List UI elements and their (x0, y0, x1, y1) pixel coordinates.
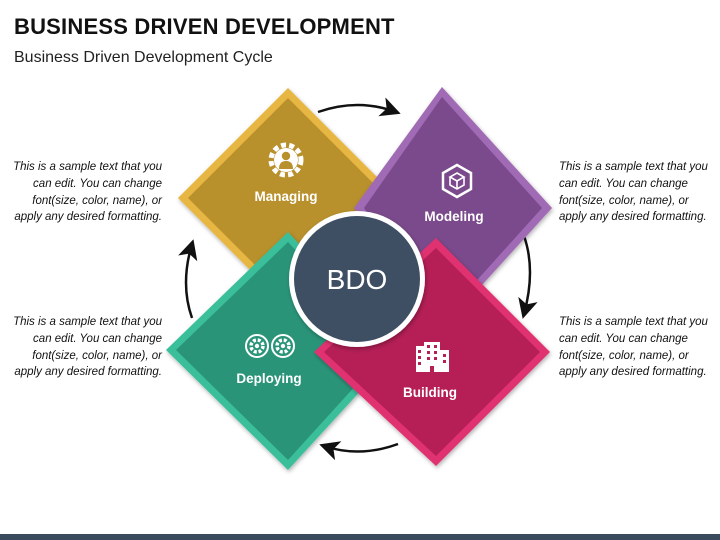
cube-icon (441, 163, 473, 199)
page-subtitle: Business Driven Development Cycle (14, 49, 273, 66)
footer-bar (0, 534, 720, 540)
arrow-left (178, 239, 198, 319)
gear-person-icon (268, 142, 304, 178)
stage-label-modeling: Modeling (424, 209, 483, 224)
arrow-bottom (319, 441, 399, 461)
note-bottom-left: This is a sample text that you can edit.… (13, 316, 162, 379)
page-title: BUSINESS DRIVEN DEVELOPMENT (14, 14, 395, 39)
stage-label-deploying: Deploying (236, 371, 301, 386)
stage-label-managing: Managing (255, 189, 318, 204)
note-top-left: This is a sample text that you can edit.… (13, 161, 162, 224)
arrow-right (518, 235, 538, 319)
center-label: BDO (327, 264, 388, 295)
arrow-top (317, 97, 401, 117)
gears-icon (245, 334, 295, 358)
note-top-right: This is a sample text that you can edit.… (559, 161, 708, 224)
stage-label-building: Building (403, 385, 457, 400)
center-circle-fill (294, 216, 420, 342)
note-bottom-right: This is a sample text that you can edit.… (559, 316, 708, 379)
center-node: BDO (289, 211, 425, 347)
building-icon (416, 342, 449, 372)
